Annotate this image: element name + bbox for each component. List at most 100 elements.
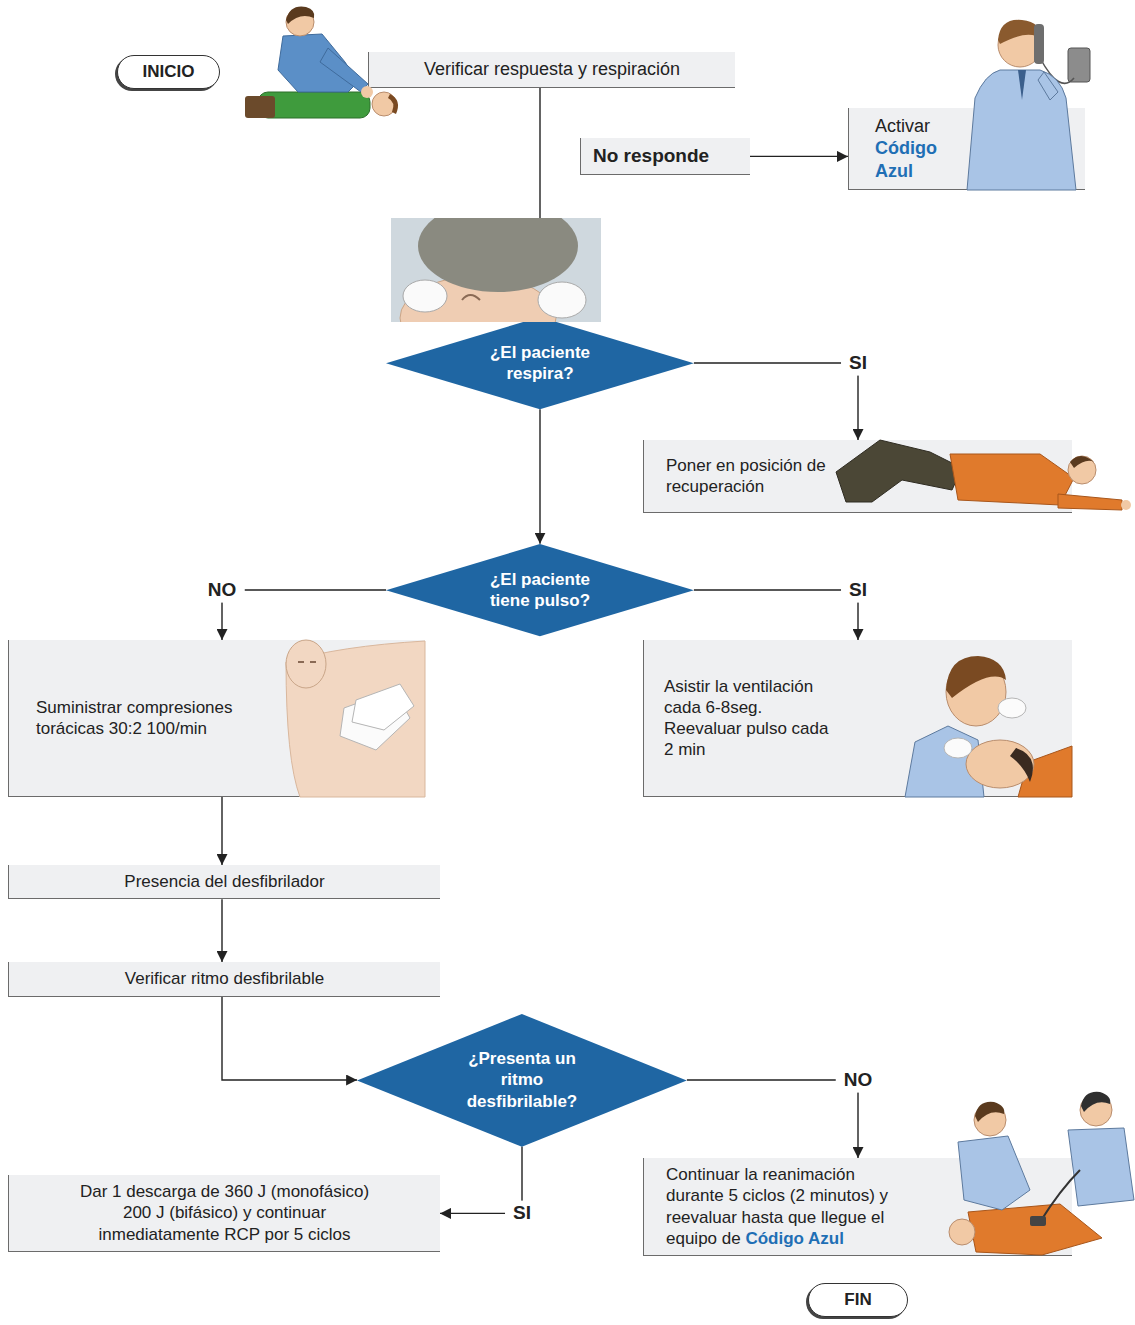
airway-check-photo (391, 218, 601, 322)
node-text: Asistir la ventilación cada 6-8seg. Reev… (664, 676, 836, 761)
node-text: FIN (844, 1289, 871, 1310)
defibrillation-team-figure-part (1081, 1092, 1110, 1112)
process-box: Asistir la ventilación cada 6-8seg. Reev… (643, 640, 1072, 797)
rescue-breathing-figure-part (944, 738, 972, 758)
end-terminal: FIN (808, 1283, 908, 1317)
defibrillation-team-figure-part (968, 1204, 1102, 1255)
rescuer-check-figure-part (286, 7, 314, 24)
text-group: Verificar respuesta y respiración (424, 58, 680, 81)
phone-caller-figure-part (1040, 58, 1074, 83)
flow-arrow (221, 899, 222, 962)
process-box: Dar 1 descarga de 360 J (monofásico) 200… (8, 1175, 440, 1252)
rescuer-check-figure-part (278, 34, 358, 92)
diamond-shape (386, 544, 694, 636)
flow-arrow (750, 156, 848, 157)
node-text: Verificar ritmo desfibrilable (125, 968, 324, 989)
node-text: Poner en posición de recuperación (666, 455, 841, 498)
rescuer-check-figure-part (258, 92, 370, 118)
rescuer-check-figure-part (388, 94, 398, 114)
chest-compression-figure (286, 640, 425, 797)
text-group: ¿El paciente tiene pulso? (480, 569, 600, 612)
phone-caller-figure (967, 20, 1090, 190)
text-group: Suministrar compresiones torácicas 30:2 … (36, 697, 266, 740)
decision-diamond: ¿El paciente tiene pulso? (386, 544, 694, 636)
defibrillation-team-figure-part (1040, 1170, 1080, 1222)
text-group: ActivarCódigo Azul (875, 115, 970, 183)
flow-arrow (694, 363, 858, 440)
phone-caller-figure-part (998, 23, 1042, 67)
flow-arrow (222, 997, 357, 1080)
defibrillation-team-figure-part (958, 1136, 1030, 1210)
defibrillation-team-figure-part (975, 1102, 1004, 1122)
rescuer-check-figure-part (372, 92, 396, 116)
rescuer-check-figure-part (245, 96, 275, 118)
airway-check-photo-part (403, 280, 447, 312)
branch-label: SI (505, 1201, 539, 1226)
rescue-breathing-figure (905, 656, 1072, 797)
flow-arrow (222, 590, 386, 640)
phone-caller-figure-part (1018, 70, 1026, 100)
phone-caller-figure-part (1034, 24, 1044, 64)
node-subtext: Código Azul (875, 137, 970, 182)
rescue-breathing-figure-part (946, 658, 1006, 726)
flow-arrow (539, 409, 540, 544)
branch-label: NO (836, 1068, 881, 1093)
condition-box: No responde (580, 138, 750, 175)
action-box: ActivarCódigo Azul (848, 108, 1085, 190)
chest-compression-figure-part (286, 641, 425, 797)
chest-compression-figure-part (352, 684, 414, 730)
rescue-breathing-figure-part (998, 698, 1026, 718)
flow-arrow (221, 797, 222, 865)
recovery-position-figure-part (1058, 494, 1122, 510)
text-group: Asistir la ventilación cada 6-8seg. Reev… (664, 676, 836, 761)
node-text: Verificar respuesta y respiración (424, 58, 680, 81)
defibrillation-team-figure-part (1068, 1128, 1134, 1206)
node-text: Suministrar compresiones torácicas 30:2 … (36, 697, 266, 740)
text-group: Continuar la reanimación durante 5 ciclo… (666, 1164, 906, 1249)
phone-caller-figure-part (967, 70, 1076, 190)
text-group: INICIO (143, 61, 195, 82)
diamond-outline (386, 317, 694, 409)
diamond-outline (357, 1014, 687, 1147)
airway-check-photo-part (400, 276, 556, 322)
flow-arrow (694, 590, 858, 640)
start-terminal: INICIO (117, 55, 220, 89)
node-text: ¿Presenta un ritmo desfibrilable? (461, 1048, 583, 1112)
branch-label: NO (200, 578, 245, 603)
text-group: Dar 1 descarga de 360 J (monofásico) 200… (70, 1181, 380, 1245)
node-subtext: Código Azul (745, 1229, 844, 1248)
diamond-outline (386, 544, 694, 636)
node-text: No responde (593, 144, 709, 168)
recovery-position-figure-part (1068, 456, 1096, 484)
decision-diamond: ¿Presenta un ritmo desfibrilable? (357, 1014, 687, 1147)
node-text: ¿El paciente respira? (480, 342, 600, 385)
flow-arrow (539, 88, 540, 317)
phone-caller-figure-part (998, 20, 1042, 44)
rescue-breathing-figure-part (946, 656, 1006, 698)
recovery-position-figure-part (1070, 456, 1094, 468)
text-group: No responde (593, 144, 709, 168)
node-text: Activar (875, 115, 970, 138)
node-text: Presencia del desfibrilador (124, 871, 324, 892)
defibrillation-team-figure (949, 1092, 1134, 1255)
rescuer-check-figure-part (320, 48, 368, 92)
phone-caller-figure-part (1068, 48, 1090, 82)
recovery-position-figure-part (950, 454, 1074, 505)
text-group: ¿El paciente respira? (480, 342, 600, 385)
rescue-breathing-figure-part (905, 726, 984, 797)
phone-caller-figure-part (1038, 72, 1058, 100)
text-group: Poner en posición de recuperación (666, 455, 841, 498)
defibrillation-team-figure-part (974, 1104, 1006, 1136)
text-group: FIN (844, 1289, 871, 1310)
rescuer-check-figure-part (361, 86, 373, 98)
rescue-breathing-figure-part (1018, 746, 1072, 797)
branch-label: SI (841, 351, 875, 376)
process-box: Verificar respuesta y respiración (368, 52, 735, 88)
process-box: Verificar ritmo desfibrilable (8, 962, 440, 997)
airway-check-photo-part (391, 218, 601, 322)
chest-compression-figure-part (340, 690, 410, 750)
process-box: Poner en posición de recuperación (643, 440, 1072, 513)
defibrillation-team-figure-part (949, 1219, 975, 1245)
